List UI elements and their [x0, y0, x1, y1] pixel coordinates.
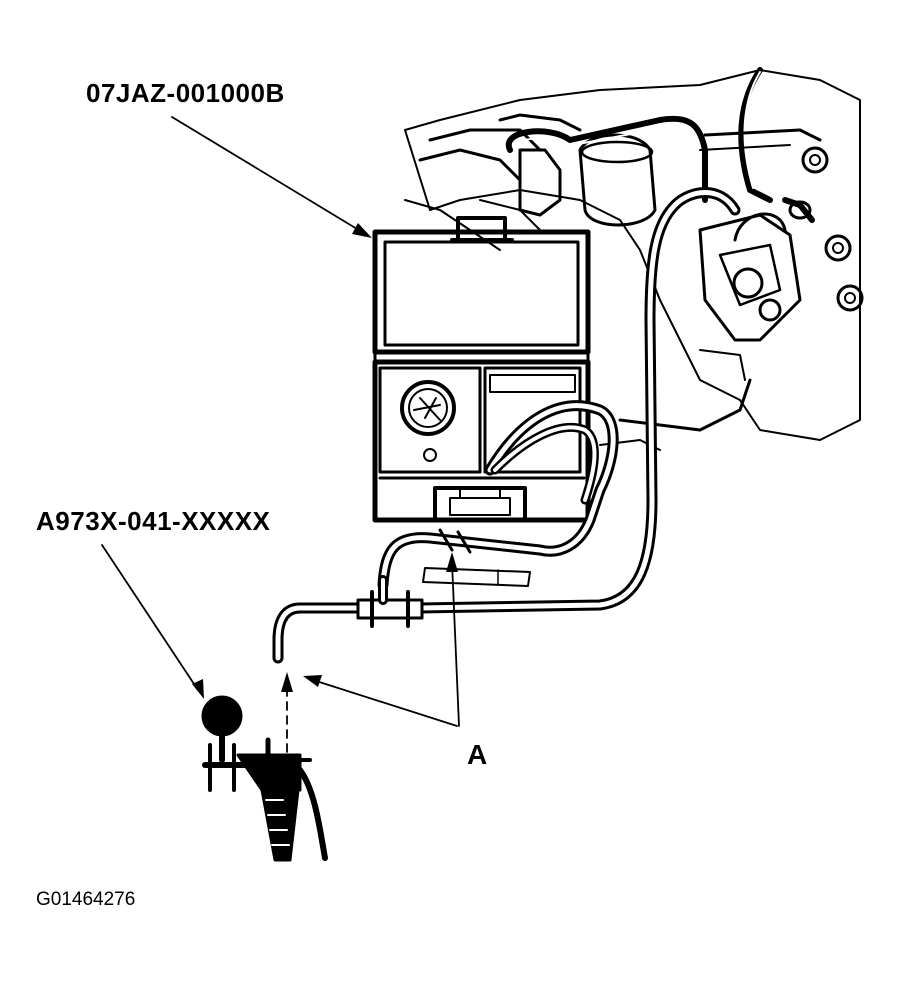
leader-lines [101, 116, 460, 753]
hoses [272, 187, 741, 664]
tester-case [372, 216, 591, 523]
engine-bay-background [404, 67, 864, 451]
gauge-part-number-label: A973X-041-XXXXX [36, 506, 271, 536]
arrowheads [192, 223, 458, 699]
tool-part-number-label: 07JAZ-001000B [86, 78, 285, 108]
callout-a-label: A [467, 739, 488, 770]
figure-id-label: G01464276 [36, 889, 136, 910]
vacuum-pump [201, 695, 328, 862]
